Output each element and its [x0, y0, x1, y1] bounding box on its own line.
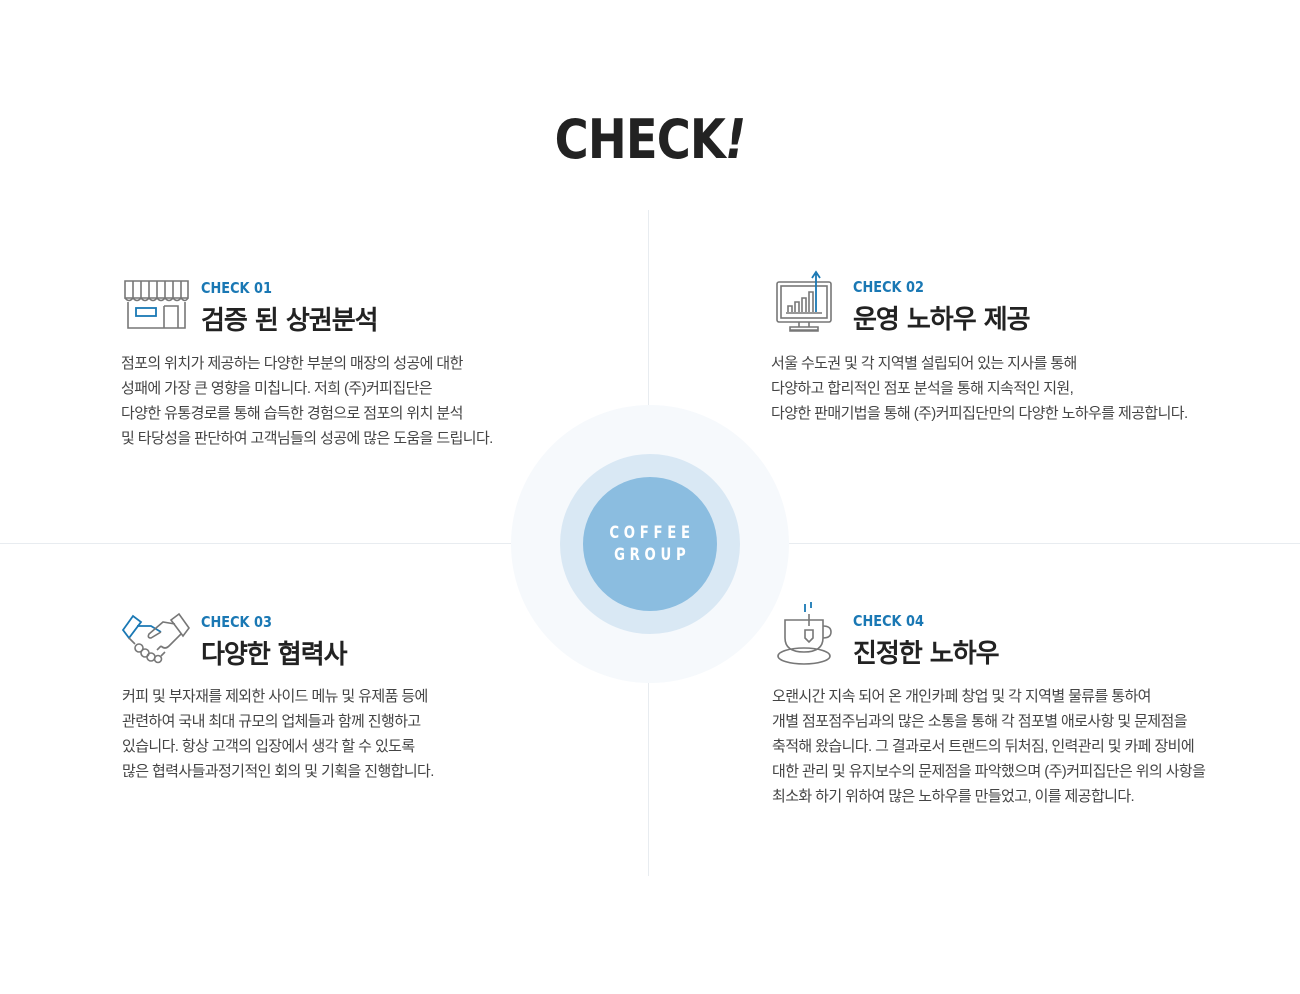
handshake-icon	[121, 612, 190, 664]
check-label: CHECK 03	[201, 613, 272, 631]
description-line: 대한 관리 및 유지보수의 문제점을 파악했으며 (주)커피집단은 위의 사항을	[772, 763, 1206, 780]
check-description: 커피 및 부자재를 제외한 사이드 메뉴 및 유제품 등에 관련하여 국내 최대…	[122, 684, 434, 784]
description-line: 및 타당성을 판단하여 고객님들의 성공에 많은 도움을 드립니다.	[121, 430, 493, 447]
check-label: CHECK 01	[201, 279, 272, 297]
description-line: 있습니다. 항상 고객의 입장에서 생각 할 수 있도록	[122, 738, 415, 755]
page-title: CHECK!	[554, 108, 747, 171]
badge-line-1: COFFEE	[609, 523, 695, 543]
description-line: 커피 및 부자재를 제외한 사이드 메뉴 및 유제품 등에	[122, 688, 428, 705]
check-heading: 검증 된 상권분석	[201, 306, 379, 336]
description-line: 서울 수도권 및 각 지역별 설립되어 있는 지사를 통해	[771, 355, 1077, 372]
check-description: 오랜시간 지속 되어 온 개인카페 창업 및 각 지역별 물류를 통하여 개별 …	[772, 684, 1206, 809]
check-label: CHECK 04	[853, 612, 924, 630]
check-description: 점포의 위치가 제공하는 다양한 부분의 매장의 성공에 대한 성패에 가장 큰…	[121, 351, 493, 451]
tea-cup-icon	[777, 602, 832, 665]
description-line: 다양한 유통경로를 통해 습득한 경험으로 점포의 위치 분석	[121, 405, 463, 422]
description-line: 성패에 가장 큰 영향을 미칩니다. 저희 (주)커피집단은	[121, 380, 433, 397]
description-line: 다양하고 합리적인 점포 분석을 통해 지속적인 지원,	[771, 380, 1074, 397]
description-line: 관련하여 국내 최대 규모의 업체들과 함께 진행하고	[122, 713, 421, 730]
description-line: 점포의 위치가 제공하는 다양한 부분의 매장의 성공에 대한	[121, 355, 463, 372]
description-line: 개별 점포점주님과의 많은 소통을 통해 각 점포별 애로사항 및 문제점을	[772, 713, 1188, 730]
coffee-group-badge: COFFEE GROUP	[583, 477, 717, 611]
storefront-icon	[124, 280, 189, 329]
description-line: 많은 협력사들과정기적인 회의 및 기획을 진행합니다.	[122, 763, 434, 780]
check-description: 서울 수도권 및 각 지역별 설립되어 있는 지사를 통해 다양하고 합리적인 …	[771, 351, 1188, 426]
description-line: 오랜시간 지속 되어 온 개인카페 창업 및 각 지역별 물류를 통하여	[772, 688, 1151, 705]
check-label: CHECK 02	[853, 278, 924, 296]
check-heading: 진정한 노하우	[853, 639, 1000, 669]
description-line: 최소화 하기 위하여 많은 노하우를 만들었고, 이를 제공합니다.	[772, 788, 1135, 805]
check-heading: 운영 노하우 제공	[853, 305, 1031, 335]
badge-line-2: GROUP	[614, 545, 691, 565]
check-heading: 다양한 협력사	[201, 640, 348, 670]
description-line: 축적해 왔습니다. 그 결과로서 트랜드의 뒤처짐, 인력관리 및 카페 장비에	[772, 738, 1195, 755]
description-line: 다양한 판매기법을 통해 (주)커피집단만의 다양한 노하우를 제공합니다.	[771, 405, 1188, 422]
monitor-growth-chart-icon	[776, 270, 832, 332]
